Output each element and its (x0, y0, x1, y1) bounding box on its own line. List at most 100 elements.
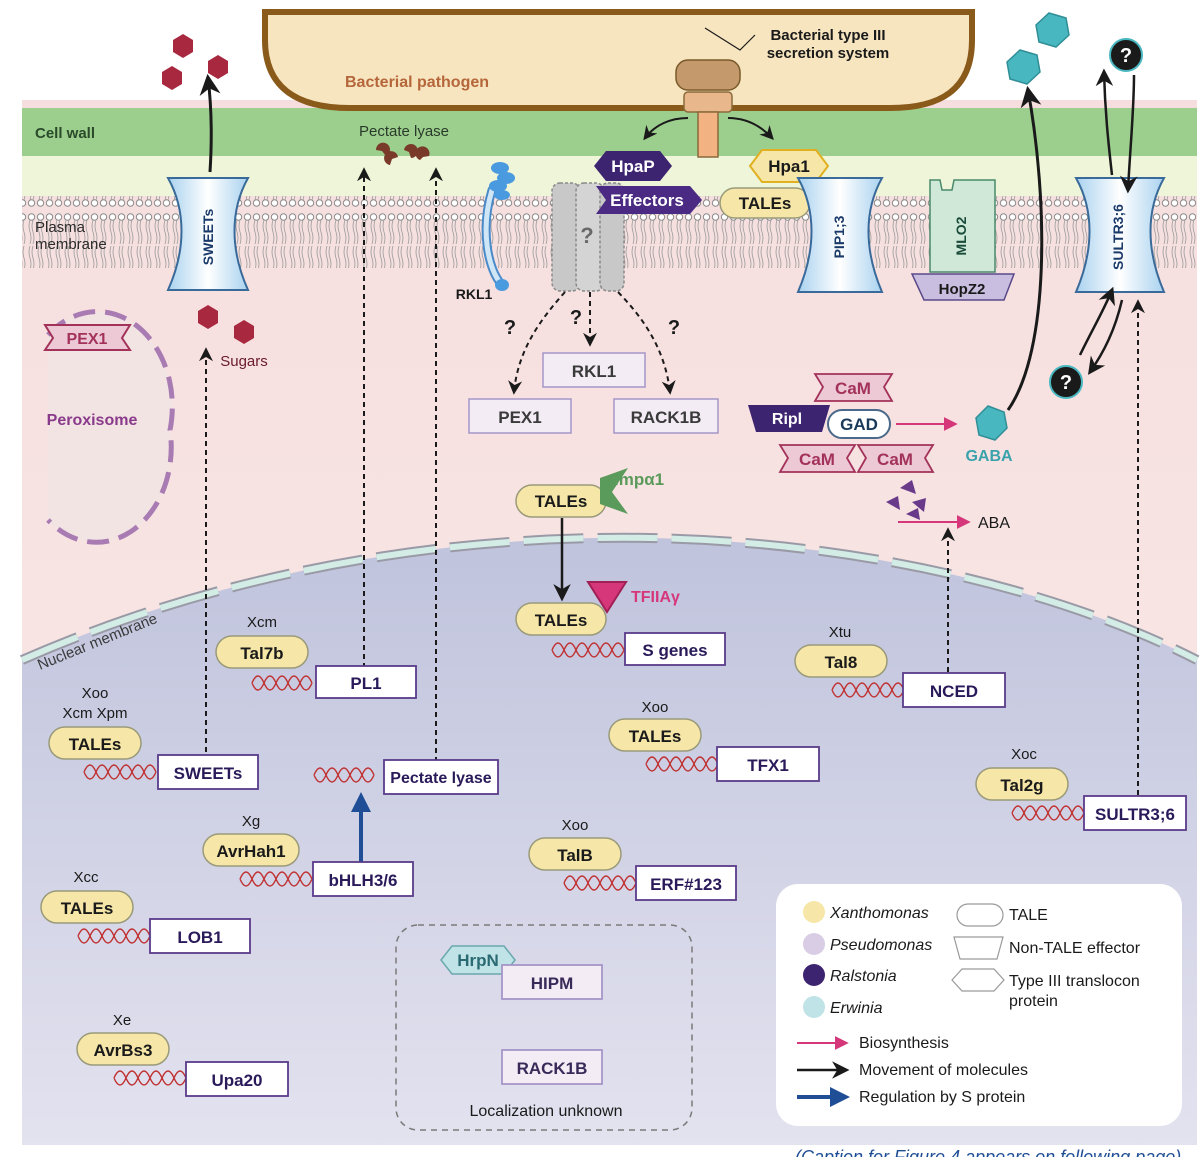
sweets-channel-label: SWEETs (200, 209, 216, 266)
sultr36-label: SULTR3;6 (1110, 204, 1126, 270)
tales-lob (40, 890, 134, 924)
t3ss-arrow-left (643, 117, 689, 141)
ripl-label: Ripl (772, 411, 802, 428)
legend-non-tale: Non-TALE effector (1009, 940, 1141, 957)
legend-biosynthesis: Biosynthesis (859, 1035, 949, 1052)
t3ss-label-line1: Bacterial type III (770, 27, 885, 44)
bhlh-label: bHLH3/6 (329, 871, 398, 890)
hpap-label: HpaP (611, 157, 654, 176)
legend-ralstonia: Ralstonia (830, 968, 897, 985)
dna-lob1 (77, 928, 151, 944)
xcm-xpm-species: Xcm Xpm (62, 705, 127, 722)
pectate-lyase-gene-label: Pectate lyase (390, 770, 492, 787)
legend-non-tale-shape (953, 936, 1004, 960)
legend-translocon-1: Type III translocon (1009, 973, 1140, 990)
footer-caption-partial: (Caption for Figure 4 appears on followi… (795, 1147, 1181, 1157)
gaba-icon (975, 405, 1008, 441)
t3ss-ring-icon (683, 91, 733, 113)
legend-tale-shape (956, 903, 1004, 927)
pex1-target-label: PEX1 (498, 408, 541, 427)
cam-bottom-right-label: CaM (877, 450, 913, 469)
hrpn-label: HrpN (457, 951, 499, 970)
erf123-gene-box (635, 865, 737, 901)
nced-label: NCED (930, 682, 978, 701)
cell-wall-band (22, 108, 1197, 156)
sugar-icon-group-bottom (198, 305, 254, 344)
plasma-membrane-label-2: membrane (35, 236, 107, 253)
effectors-label: Effectors (610, 191, 684, 210)
legend-pseudomonas: Pseudomonas (830, 937, 932, 954)
gaba-icon-group-top (1006, 12, 1070, 85)
legend-regulation: Regulation by S protein (859, 1089, 1025, 1106)
hpa1-label: Hpa1 (768, 157, 810, 176)
tfiia-gamma (586, 581, 628, 614)
tal7b-label: Tal7b (240, 644, 283, 663)
hipm-label: HIPM (531, 974, 574, 993)
sultr36-channel (1074, 177, 1166, 293)
tales-tfx-label: TALEs (629, 727, 682, 746)
mlo2-label: MLO2 (953, 216, 969, 255)
tfx1-gene-box (716, 746, 820, 782)
erf123-label: ERF#123 (650, 875, 722, 894)
xoo-species-tfx: Xoo (642, 699, 669, 716)
bhlh-gene-box (312, 861, 414, 897)
pectate-lyase-label: Pectate lyase (359, 123, 449, 140)
unknown-substrate-bottom-label: ? (1060, 372, 1072, 394)
cam-bottom-right (856, 444, 935, 473)
xcm-species: Xcm (247, 614, 277, 631)
gad-label: GAD (840, 415, 878, 434)
gad-enzyme (827, 409, 891, 439)
legend-xanthomonas: Xanthomonas (829, 905, 929, 922)
hipm-target (501, 964, 603, 1000)
avrbs3-label: AvrBs3 (94, 1041, 153, 1060)
xcc-species: Xcc (73, 869, 99, 886)
upa20-gene-box (185, 1061, 289, 1097)
nuclear-pores (20, 534, 1199, 663)
tales-nucleus (515, 602, 607, 636)
s-genes-box (624, 632, 726, 666)
aba-precursor-icon (886, 480, 926, 520)
pip13-channel (796, 177, 884, 293)
unknown-substrate-bottom-icon (1049, 365, 1083, 399)
legend-translocon-shape (951, 968, 1005, 992)
rkl1-receptor-inner (483, 187, 505, 288)
rack1b-target-label: RACK1B (631, 408, 702, 427)
rkl1-target-label: RKL1 (572, 362, 616, 381)
peroxisome-label: Peroxisome (47, 412, 138, 429)
sweets-channel (166, 177, 250, 291)
dna-upa20 (113, 1070, 187, 1086)
t3ss-pointer (704, 27, 756, 51)
legend-panel (776, 884, 1182, 1126)
unknown-substrate-top-label: ? (1120, 45, 1132, 67)
dna-bhlh (239, 871, 313, 887)
avrhah1-label: AvrHah1 (216, 842, 285, 861)
sugars-label: Sugars (220, 353, 268, 370)
avrhah1-tale (202, 833, 300, 867)
localization-unknown-label: Localization unknown (470, 1103, 623, 1120)
impa1-importin (600, 468, 628, 514)
dna-tfx1 (645, 756, 719, 772)
rack1b-target (613, 398, 719, 434)
dna-sweets (83, 764, 157, 780)
rkl1-receptor-label: RKL1 (456, 286, 493, 302)
tales-nucleus-label: TALEs (535, 611, 588, 630)
tales-membrane-label: TALEs (739, 194, 792, 213)
sweets-gene-box (157, 754, 259, 790)
tales-cytoplasm-label: TALEs (535, 492, 588, 511)
cam-bottom-left-label: CaM (799, 450, 835, 469)
cam-top-label: CaM (835, 379, 871, 398)
impa1-label: Impα1 (614, 470, 664, 489)
tal2g-tale (975, 767, 1069, 801)
tfiia-label: TFIIAγ (631, 589, 680, 606)
tal8-label: Tal8 (825, 653, 858, 672)
xoo-species-sweet: Xoo (82, 685, 109, 702)
xtu-species: Xtu (829, 624, 852, 641)
dna-nced (831, 682, 905, 698)
gaba-export-arrow (1006, 85, 1044, 411)
rkl1-ectodomain-icon (489, 162, 515, 291)
t3ss-needle-icon (697, 111, 719, 158)
pectate-lyase-icon (375, 142, 430, 165)
unknown-pore-question: ? (580, 223, 593, 248)
talb-tale (528, 837, 622, 871)
mlo2-protein (929, 179, 996, 273)
